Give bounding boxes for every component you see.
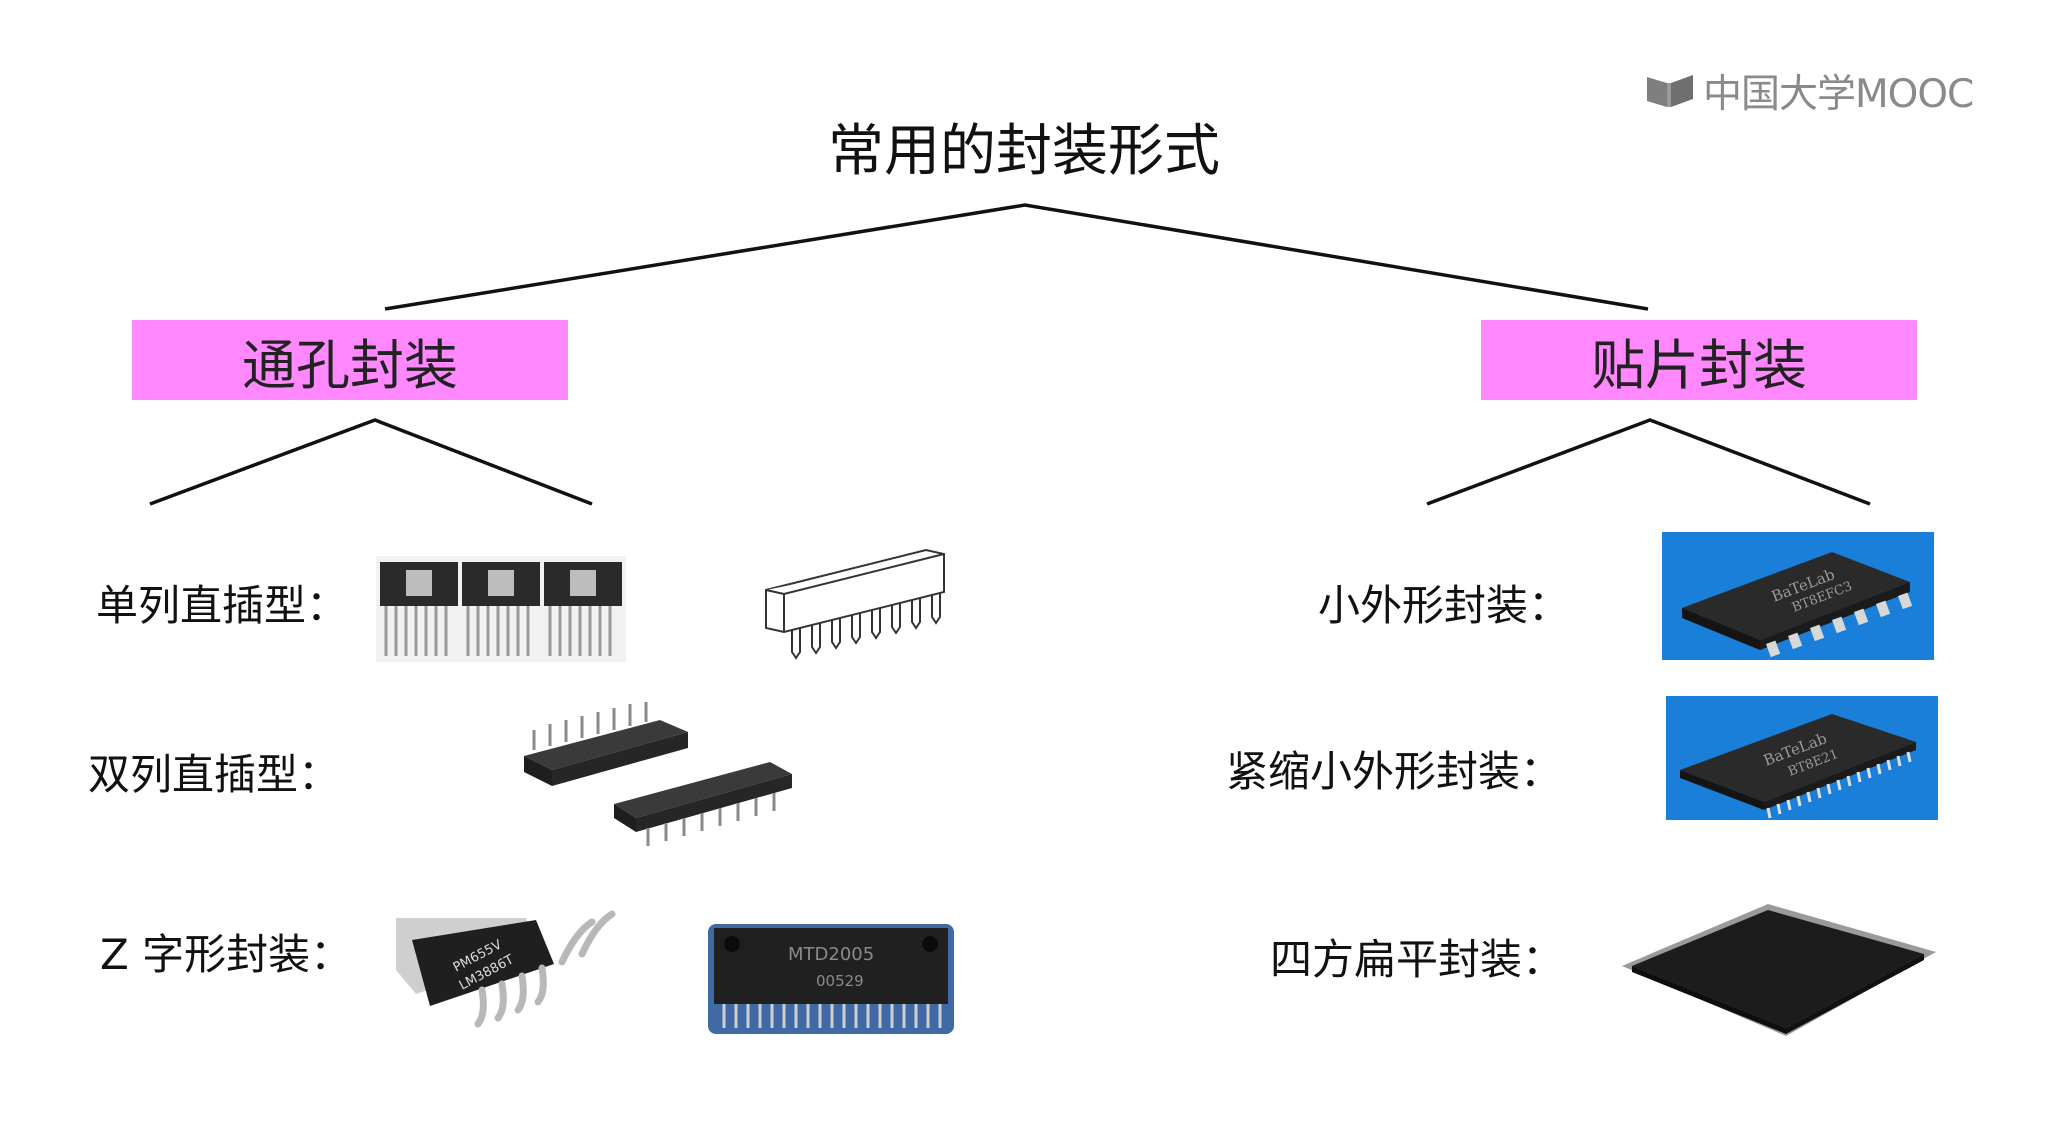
sip-resistor-network-image <box>765 548 945 660</box>
dip-label: 双列直插型： <box>88 750 341 799</box>
zip-label: Z 字形封装： <box>100 930 353 979</box>
ssop-label: 紧缩小外形封装： <box>1226 747 1563 796</box>
dip-chip-image <box>524 702 792 846</box>
mooc-logo: 中国大学MOOC <box>1645 66 1974 117</box>
diagram-title: 常用的封装形式 <box>828 119 1220 184</box>
zip-b-marking-1: MTD2005 <box>788 944 874 965</box>
zip-b-marking-2: 00529 <box>816 972 864 990</box>
sop-label: 小外形封装： <box>1318 581 1571 630</box>
through-hole-branch <box>149 418 593 506</box>
logo-text: 中国大学MOOC <box>1703 72 1974 117</box>
root-branch <box>384 203 1649 311</box>
book-logo-icon <box>1647 75 1693 107</box>
zip-chip-image: MTD2005 00529 <box>708 924 954 1034</box>
ssop-chip-image: BaTeLab BT8E21 <box>1666 696 1938 820</box>
qfp-label: 四方扁平封装： <box>1270 935 1565 984</box>
qfp-chip-image <box>1622 904 1936 1036</box>
through-hole-category-box: 通孔封装 <box>132 320 568 400</box>
smd-branch <box>1426 418 1871 506</box>
sip-chip-image <box>376 556 626 662</box>
smd-category-box: 贴片封装 <box>1481 320 1917 400</box>
sop-chip-image: BaTeLab BT8EFC3 <box>1662 532 1934 660</box>
sip-label: 单列直插型： <box>96 581 349 630</box>
zip-chip-image: PM655V LM3886T <box>396 910 616 1028</box>
